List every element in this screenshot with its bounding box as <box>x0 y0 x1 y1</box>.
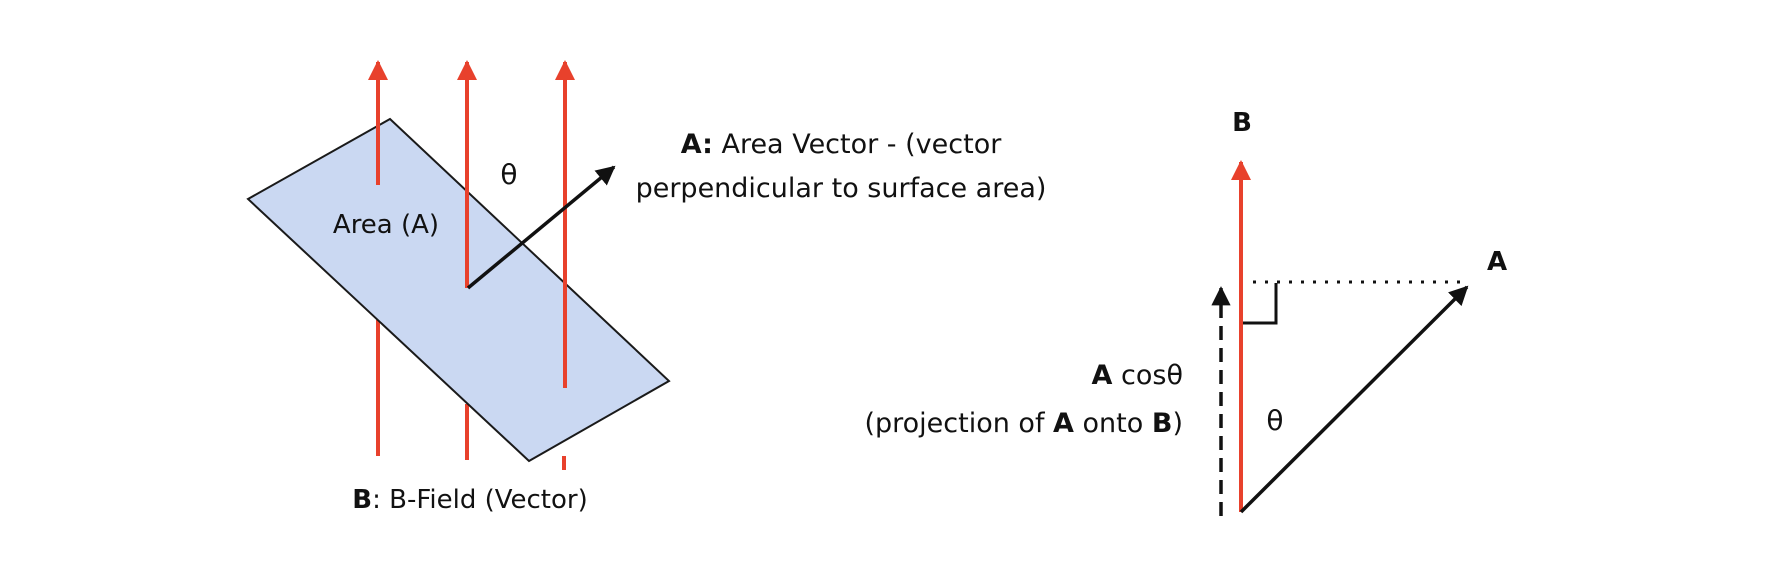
projection-caption-part3: ) <box>1172 408 1183 439</box>
b-vector-label: B <box>1232 108 1252 138</box>
area-vector-arrow <box>466 165 616 290</box>
a-vector-label: A <box>1487 247 1507 277</box>
a-vector-arrow <box>1239 285 1469 514</box>
projection-caption-b: B <box>1152 408 1173 439</box>
b-field-caption-rest: : B-Field (Vector) <box>372 485 588 515</box>
a-cos-theta-bold: A <box>1092 360 1113 391</box>
b-field-caption-bold: B <box>352 485 372 515</box>
left-flux-diagram: Area (A) θ A: Area Vector - (vector perp… <box>246 60 1047 515</box>
projection-caption-a: A <box>1053 408 1074 439</box>
right-angle-marker <box>1243 283 1278 325</box>
theta-label-left: θ <box>500 158 517 191</box>
area-vector-caption-bold: A: <box>681 129 713 160</box>
projection-caption-part2: onto <box>1074 408 1152 439</box>
a-cos-theta-rest: cosθ <box>1112 360 1183 391</box>
projection-caption: (projection of A onto B) <box>864 408 1183 439</box>
right-projection-diagram: B A θ A cosθ (projection of A onto B) <box>864 108 1507 516</box>
theta-label-right: θ <box>1266 404 1283 437</box>
area-label: Area (A) <box>333 210 439 240</box>
a-cos-theta-label: A cosθ <box>1092 360 1183 391</box>
area-vector-caption-rest: Area Vector - (vector <box>713 129 1002 160</box>
area-vector-caption-line2: perpendicular to surface area) <box>636 173 1047 204</box>
surface-plane <box>246 117 671 463</box>
area-vector-caption-line1: A: Area Vector - (vector <box>681 129 1003 160</box>
projection-caption-part1: (projection of <box>864 408 1053 439</box>
b-field-caption: B: B-Field (Vector) <box>352 485 587 515</box>
